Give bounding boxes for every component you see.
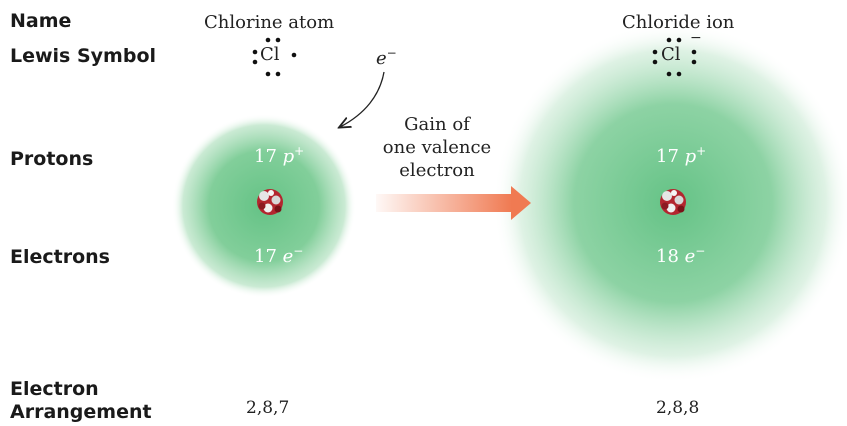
gain-description: Gain of one valence electron [375,113,499,182]
atom-electrons-label: 17 e− [254,244,304,267]
ion-electrons-label: 18 e− [656,244,706,267]
row-label-electron: Electron [10,378,99,400]
atom-nucleus [257,189,283,215]
ion-lewis-symbol: Cl [661,44,681,65]
row-label-electrons: Electrons [10,246,110,268]
gain-line-2: one valence [382,137,492,158]
ion-lewis-dots [652,37,697,77]
ion-name: Chloride ion [622,12,735,33]
incoming-electron-arrow [340,71,385,127]
row-label-lewis-symbol: Lewis Symbol [10,45,157,67]
row-label-arrangement: Arrangement [10,401,152,423]
ion-lewis-charge: − [690,30,702,46]
gain-line-1: Gain of [404,114,470,135]
ion-protons-label: 17 p+ [656,144,707,167]
row-label-name: Name [10,10,72,32]
ion-arrangement: 2,8,8 [656,398,700,418]
atom-lewis-symbol: Cl [260,44,280,65]
gain-line-3: electron [399,160,475,181]
ion-nucleus [660,189,686,215]
atom-name: Chlorine atom [204,12,335,33]
row-label-protons: Protons [10,148,94,170]
incoming-electron-label: e− [376,46,397,69]
gain-arrow [376,186,531,220]
atom-protons-label: 17 p+ [254,144,305,167]
atom-arrangement: 2,8,7 [246,398,290,418]
atom-lewis-dots [252,37,297,77]
